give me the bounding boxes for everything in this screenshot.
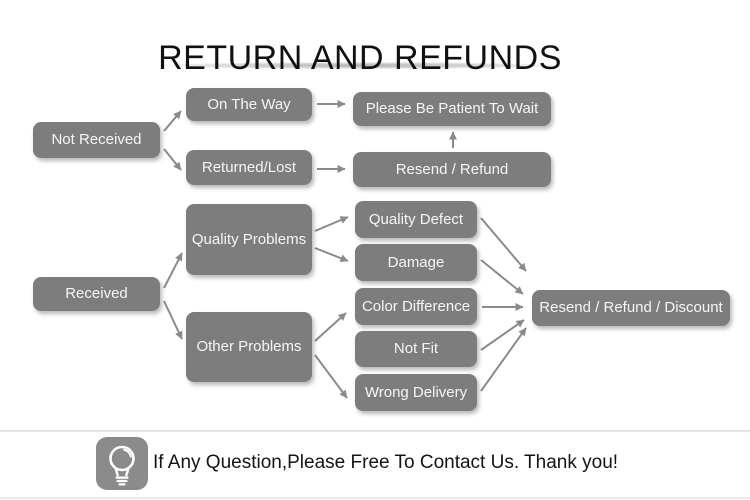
- title-underline: [158, 62, 558, 69]
- node-color-difference: Color Difference: [355, 288, 477, 325]
- footer-divider-top: [0, 430, 750, 432]
- node-resend-refund: Resend / Refund: [353, 152, 551, 187]
- node-on-the-way: On The Way: [186, 88, 312, 121]
- node-please-be-patient: Please Be Patient To Wait: [353, 92, 551, 126]
- footer-divider-bottom: [0, 497, 750, 499]
- node-not-fit: Not Fit: [355, 331, 477, 367]
- node-other-problems: Other Problems: [186, 312, 312, 382]
- node-returned-lost: Returned/Lost: [186, 150, 312, 185]
- node-not-received: Not Received: [33, 122, 160, 158]
- light-bulb-icon: [96, 437, 148, 490]
- node-damage: Damage: [355, 244, 477, 281]
- node-resend-refund-discount: Resend / Refund / Discount: [532, 290, 730, 326]
- contact-message: If Any Question,Please Free To Contact U…: [153, 452, 619, 473]
- node-received: Received: [33, 277, 160, 311]
- node-quality-defect: Quality Defect: [355, 201, 477, 238]
- page-title: RETURN AND REFUNDS: [158, 38, 562, 77]
- node-quality-problems: Quality Problems: [186, 204, 312, 275]
- node-wrong-delivery: Wrong Delivery: [355, 374, 477, 411]
